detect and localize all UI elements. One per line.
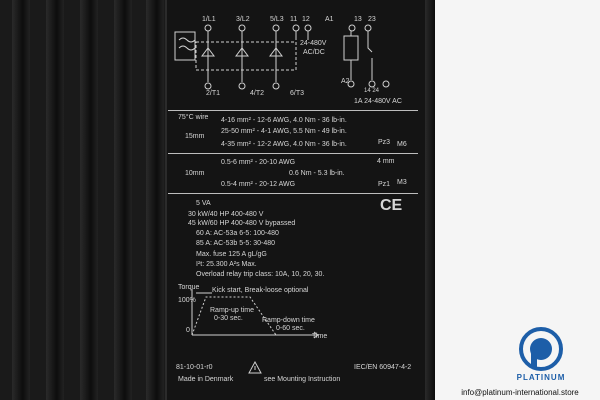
terminal-label: 3/L2 <box>236 16 250 23</box>
brand-name: PLATINUM <box>516 373 566 382</box>
power-rating: 60 A: AC-53a 6-5: 100-480 <box>196 230 279 237</box>
heatsink-fin <box>46 0 64 400</box>
power-rating: Max. fuse 125 A gL/gG <box>196 251 267 258</box>
terminal-label: 1/L1 <box>202 16 216 23</box>
standard-text: IEC/EN 60947-4-2 <box>354 364 412 371</box>
heatsink-fin <box>146 0 164 400</box>
chart-note: Kick start, Break-loose optional <box>212 287 309 294</box>
housing-edge <box>425 0 435 400</box>
divider <box>168 153 418 154</box>
ramp-label: Ramp-down time <box>262 317 315 324</box>
terminal-label: 5/L3 <box>270 16 284 23</box>
heatsink-fin <box>114 0 132 400</box>
power-rating: 30 kW/40 HP 400-480 V <box>188 211 264 218</box>
terminal-label: 11 <box>290 16 298 23</box>
ramp-label: Ramp-up time <box>210 307 254 314</box>
wire-spec: 25-50 mm² - 4-1 AWG, 5.5 Nm - 49 lb-in. <box>221 128 347 135</box>
wire-spec: 0.5-6 mm² - 20-10 AWG <box>221 159 296 166</box>
terminal-label: 13 <box>354 16 362 23</box>
screwdriver-spec: M6 <box>397 141 407 148</box>
control-voltage: AC/DC <box>303 49 325 56</box>
part-code: 81-10-01-r0 <box>176 364 213 371</box>
terminal-label: 14 24 <box>364 88 380 94</box>
strip-length: 15mm <box>185 133 205 140</box>
heatsink-fin <box>80 0 98 400</box>
terminal-label: 4/T2 <box>250 90 265 97</box>
divider <box>168 193 418 194</box>
power-rating: Overload relay trip class: 10A, 10, 20, … <box>196 271 325 278</box>
origin-text: Made in Denmark <box>178 376 234 383</box>
axis-label: 100% <box>178 297 196 304</box>
power-rating: 5 VA <box>196 200 211 207</box>
ramp-label: 0-30 sec. <box>214 315 243 322</box>
screwdriver-spec: M3 <box>397 179 407 186</box>
strip-length: 10mm <box>185 170 205 177</box>
heatsink <box>0 0 165 400</box>
power-rating: 45 kW/60 HP 400-480 V bypassed <box>188 220 296 227</box>
wire-spec: 0.5-4 mm² - 20-12 AWG <box>221 181 296 188</box>
terminal-label: 6/T3 <box>290 90 305 97</box>
terminal-label: A1 <box>325 16 334 23</box>
axis-label: Time <box>312 333 328 340</box>
control-voltage: 24-480V <box>300 40 327 47</box>
terminal-label: A2 <box>341 78 350 85</box>
device-label-panel <box>165 0 427 400</box>
power-rating: 85 A: AC-53b 5-5: 30-480 <box>196 240 275 247</box>
power-rating: I²t: 25.300 A²s Max. <box>196 261 257 268</box>
axis-label: Torque <box>178 284 200 291</box>
wire-spec: 4-16 mm² - 12-6 AWG, 4.0 Nm - 36 lb-in. <box>221 117 347 124</box>
strip-length: 4 mm <box>377 158 395 165</box>
torque-spec: 0.6 Nm - 5.3 lb-in. <box>289 170 345 177</box>
circuit-diagram <box>174 24 390 90</box>
terminal-label: 23 <box>368 16 376 23</box>
platinum-logo-icon <box>519 327 563 371</box>
axis-label: 0 <box>186 327 190 334</box>
warning-icon <box>248 361 262 374</box>
torque-curve-diagram <box>191 289 319 339</box>
terminal-label: 2/T1 <box>206 90 221 97</box>
instruction-note: see Mounting Instruction <box>264 376 341 383</box>
divider <box>168 110 418 111</box>
ramp-label: 0-60 sec. <box>276 325 305 332</box>
screwdriver-spec: Pz1 <box>378 181 391 188</box>
terminal-label: 12 <box>302 16 310 23</box>
ce-mark: CE <box>380 197 403 214</box>
wire-spec: 4-35 mm² - 12-2 AWG, 4.0 Nm - 36 lb-in. <box>221 141 347 148</box>
screwdriver-spec: Pz3 <box>378 139 391 146</box>
heatsink-fin <box>12 0 30 400</box>
relay-rating: 1A 24-480V AC <box>354 98 402 105</box>
wire-spec: 75°C wire <box>178 114 209 121</box>
contact-text: info@platinum-international.store <box>461 388 579 397</box>
